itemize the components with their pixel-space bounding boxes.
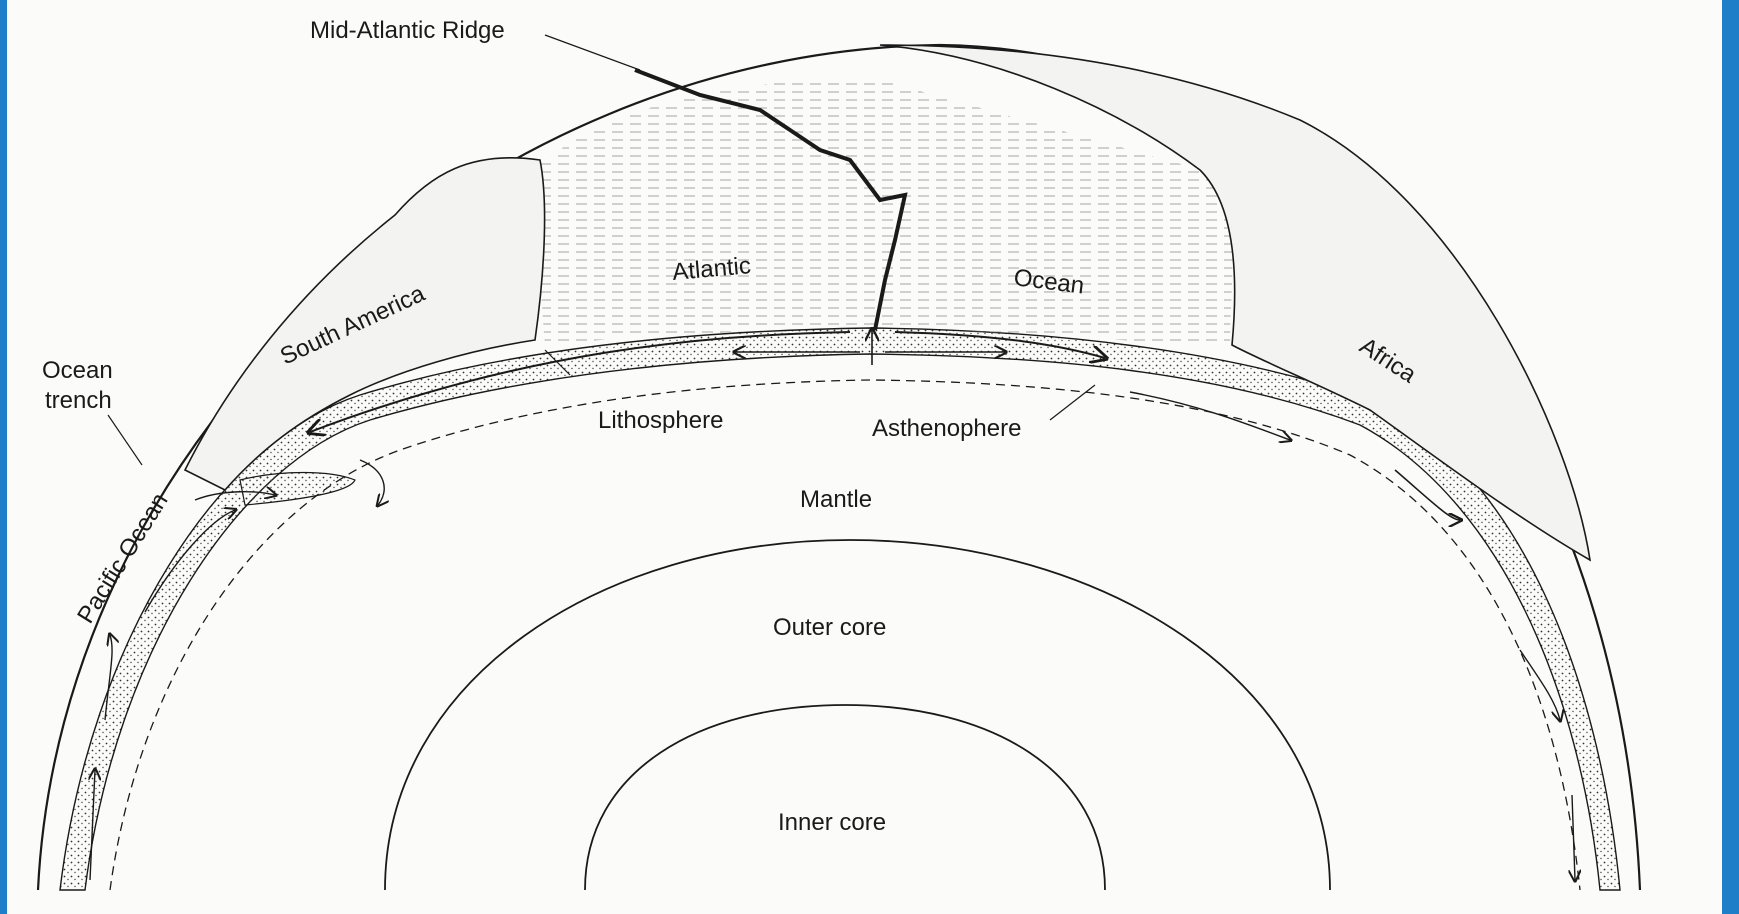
label-outer-core: Outer core: [773, 614, 886, 641]
mid-atlantic-ridge-leader: [545, 35, 640, 70]
outer-core-boundary: [385, 540, 1330, 890]
convection-arrow-east-bottom: [1572, 795, 1575, 880]
ocean-trench-leader: [108, 415, 142, 465]
label-lithosphere: Lithosphere: [598, 407, 723, 434]
label-ocean-trench-line1: Ocean: [42, 357, 113, 384]
subducting-slab: [240, 473, 355, 506]
return-flow-arrow: [360, 460, 384, 505]
label-ocean-trench-line2: trench: [45, 387, 112, 414]
inner-core-boundary: [585, 705, 1105, 890]
convection-arrow-east-upper: [1130, 392, 1290, 440]
label-asthenophere: Asthenophere: [872, 415, 1021, 442]
label-mantle: Mantle: [800, 486, 872, 513]
label-mid-atlantic-ridge: Mid-Atlantic Ridge: [310, 17, 505, 44]
label-inner-core: Inner core: [778, 809, 886, 836]
